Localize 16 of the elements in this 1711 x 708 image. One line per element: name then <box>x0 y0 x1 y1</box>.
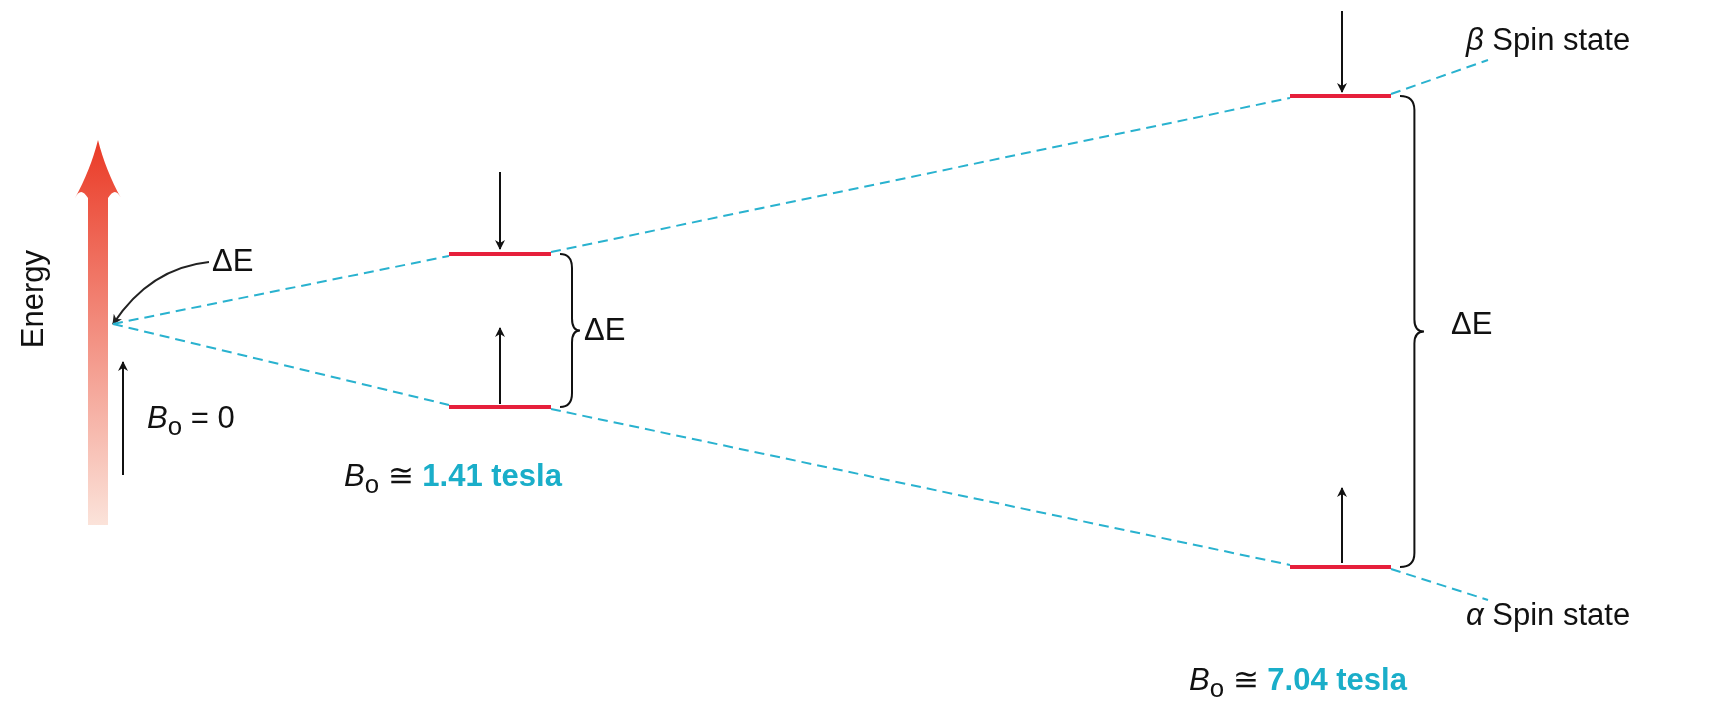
dashed-line <box>112 255 450 325</box>
field-strength-label: B$_{o}$ = 0 <box>147 400 235 442</box>
dashed-line <box>1390 59 1489 95</box>
field-strength-label: B$_{o}$ ≅ 1.41 tesla <box>344 458 562 500</box>
axis-label: Energy <box>15 250 51 349</box>
energy-gap-label: ΔE <box>584 312 626 348</box>
dashed-line <box>550 408 1291 566</box>
field-strength-label: B$_{o}$ ≅ 7.04 tesla <box>1189 662 1407 704</box>
energy-gap-label: ΔE <box>212 243 254 279</box>
dashed-line <box>1390 568 1489 601</box>
spin-state-label: β Spin state <box>1466 22 1631 58</box>
curved-arrow <box>112 261 210 325</box>
spin-state-label: α Spin state <box>1466 597 1631 633</box>
dashed-line <box>112 323 450 406</box>
energy-gap-label: ΔE <box>1451 306 1493 342</box>
dashed-line <box>550 97 1291 253</box>
